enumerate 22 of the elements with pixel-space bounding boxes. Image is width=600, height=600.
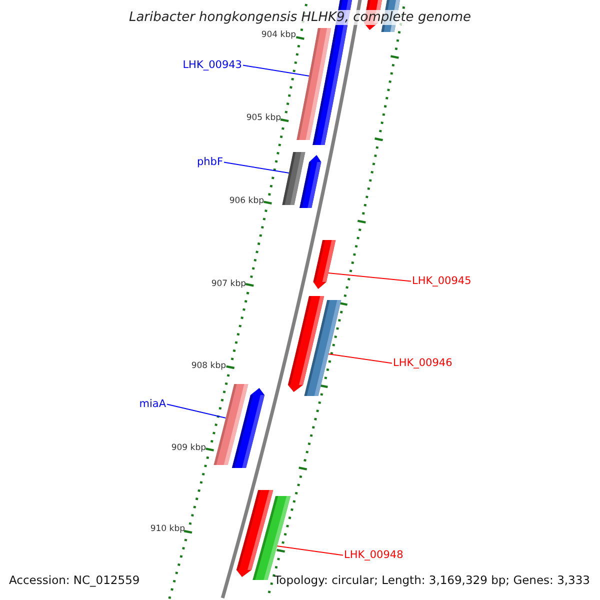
gene-bar: [313, 240, 336, 289]
gene-label: LHK_00948: [343, 550, 404, 560]
gene-label: LHK_00945: [411, 276, 472, 286]
leader-line: [166, 404, 226, 418]
genome-info-text: Topology: circular; Length: 3,169,329 bp; Genes: 3,333: [274, 575, 590, 587]
scale-label: 910 kbp: [150, 524, 185, 534]
scale-label: 905 kbp: [246, 114, 281, 122]
leader-line: [328, 354, 392, 364]
leader-line: [276, 546, 344, 556]
gene-bar: [304, 300, 342, 396]
gene-bar: [214, 384, 248, 465]
scale-label: 909 kbp: [171, 444, 206, 452]
scale-label: 907 kbp: [211, 280, 246, 288]
accession-text: Accession: NC_012559: [9, 575, 140, 587]
gene-label: miaA: [138, 399, 167, 410]
gene-label: phbF: [196, 157, 224, 168]
leader-line: [224, 162, 290, 174]
leader-line: [328, 272, 412, 282]
gene-label: LHK_00946: [392, 358, 454, 368]
gene-bar: [296, 28, 332, 140]
gene-label: LHK_00943: [182, 60, 243, 70]
gene-bar: [282, 152, 306, 205]
